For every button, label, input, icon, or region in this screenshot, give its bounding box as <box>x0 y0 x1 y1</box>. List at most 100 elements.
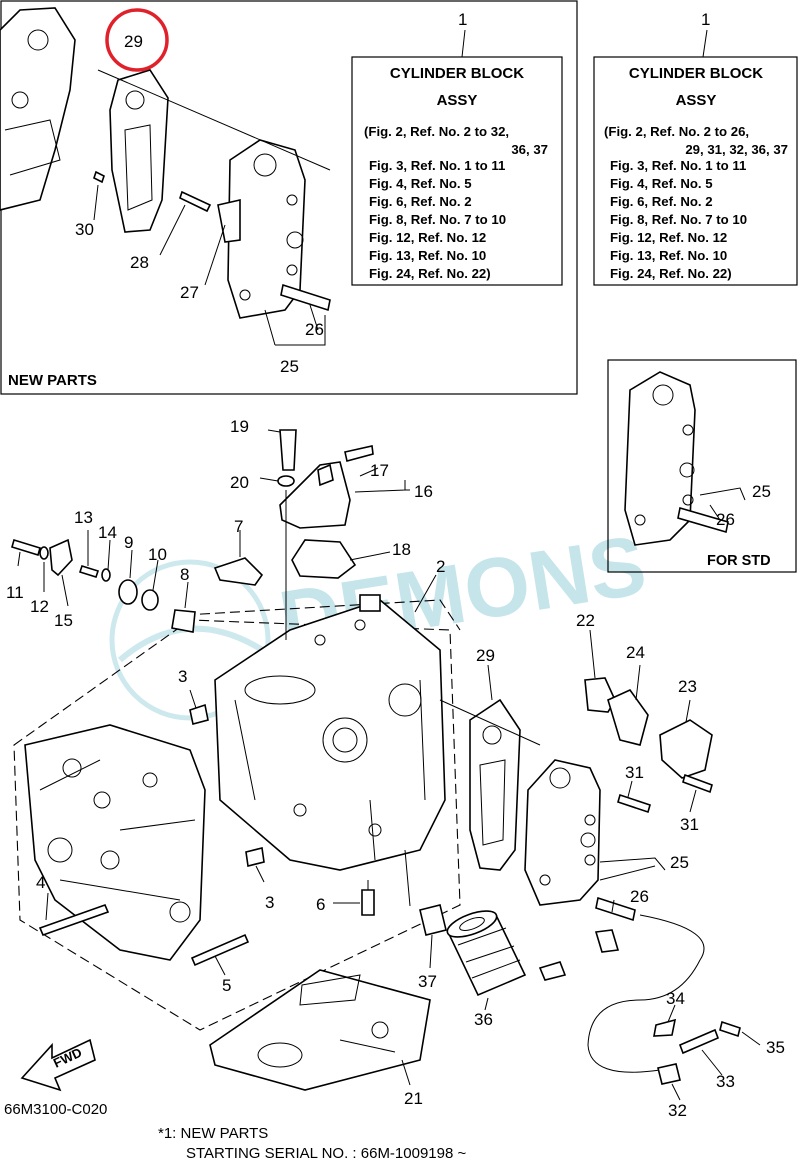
assy-left-line: (Fig. 2, Ref. No. 2 to 32, <box>364 124 509 139</box>
footnote-line1: *1: NEW PARTS <box>158 1125 268 1142</box>
clip-34 <box>653 1018 677 1037</box>
callout-10: 10 <box>148 545 167 564</box>
gasket-29 <box>469 698 521 871</box>
assembly-outline-top <box>184 599 461 631</box>
base-gasket-21 <box>209 969 431 1091</box>
callout-27: 27 <box>180 283 199 302</box>
callout-8: 8 <box>180 565 189 584</box>
callout-19: 19 <box>230 417 249 436</box>
assy-left-line: Fig. 6, Ref. No. 2 <box>369 194 472 209</box>
dowel-3-top <box>189 703 209 725</box>
engine-fragment <box>0 7 76 211</box>
callout-20: 20 <box>230 473 249 492</box>
callout-18: 18 <box>392 540 411 559</box>
assy-right-line: Fig. 24, Ref. No. 22) <box>610 266 732 281</box>
callout-29-new: 29 <box>124 32 143 51</box>
callout-1-left: 1 <box>458 10 467 29</box>
bolt-17 <box>344 445 374 462</box>
callout-2: 2 <box>436 557 445 576</box>
callout-32: 32 <box>668 1101 687 1120</box>
callout-21: 21 <box>404 1089 423 1108</box>
callout-14: 14 <box>98 523 117 542</box>
callout-15: 15 <box>54 611 73 630</box>
assy-right-line: Fig. 4, Ref. No. 5 <box>610 176 713 191</box>
callout-1-right: 1 <box>701 10 710 29</box>
pin-6 <box>361 889 375 916</box>
fitting-37 <box>419 904 447 936</box>
crankcase <box>24 724 206 961</box>
assy-right-line: (Fig. 2, Ref. No. 2 to 26, <box>604 124 749 139</box>
pin-30 <box>93 170 105 184</box>
callout-9: 9 <box>124 533 133 552</box>
bolt-33 <box>678 1028 720 1055</box>
callout-35: 35 <box>766 1038 785 1057</box>
callout-16: 16 <box>414 482 433 501</box>
assy-right-line: Fig. 8, Ref. No. 7 to 10 <box>610 212 747 227</box>
callout-12: 12 <box>30 597 49 616</box>
bolt-31-lower <box>682 773 713 794</box>
highlight-circle <box>105 8 169 72</box>
assy-box-right: CYLINDER BLOCK ASSY (Fig. 2, Ref. No. 2 … <box>593 56 798 286</box>
callout-37: 37 <box>418 972 437 991</box>
callout-29: 29 <box>476 646 495 665</box>
callout-6: 6 <box>316 895 325 914</box>
bolt-4 <box>38 903 110 937</box>
bolt-5 <box>190 933 250 967</box>
callout-36: 36 <box>474 1010 493 1029</box>
washer-12 <box>39 546 49 560</box>
callout-5: 5 <box>222 976 231 995</box>
callout-7: 7 <box>234 517 243 536</box>
collar-10 <box>141 589 159 611</box>
hose-elbow-lower <box>538 961 567 981</box>
for-std-label: FOR STD <box>707 553 771 569</box>
assy-left-line: Fig. 24, Ref. No. 22) <box>369 266 491 281</box>
for-std-box: 25 26 FOR STD <box>607 359 797 573</box>
gasket-29-new <box>109 69 169 233</box>
assy-left-title1: CYLINDER BLOCK <box>390 65 524 82</box>
callout-26: 26 <box>630 887 649 906</box>
callout-22: 22 <box>576 611 595 630</box>
assy-left-title2: ASSY <box>437 92 478 109</box>
assy-left-line: Fig. 3, Ref. No. 1 to 11 <box>369 158 505 173</box>
new-parts-label: NEW PARTS <box>8 372 97 389</box>
callout-3-upper: 3 <box>178 667 187 686</box>
assy-left-line: Fig. 8, Ref. No. 7 to 10 <box>369 212 506 227</box>
bolt-28 <box>179 190 212 213</box>
callout-25: 25 <box>670 853 689 872</box>
oil-filter-36 <box>446 910 527 997</box>
seal-9 <box>118 579 138 605</box>
callout-3-lower: 3 <box>265 893 274 912</box>
callout-34: 34 <box>666 989 685 1008</box>
callout-25-new: 25 <box>280 357 299 376</box>
bolt-19 <box>279 429 297 471</box>
callout-26-std: 26 <box>716 510 735 529</box>
callout-13: 13 <box>74 508 93 527</box>
fwd-arrow-icon: FWD <box>20 1038 96 1092</box>
cap-23 <box>659 719 713 779</box>
new-parts-box: NEW PARTS 29 30 28 27 26 <box>0 0 578 395</box>
assy-right-title2: ASSY <box>676 92 717 109</box>
assy-right-line: 29, 31, 32, 36, 37 <box>685 142 788 157</box>
dowel-3-bottom <box>245 847 265 867</box>
assy-right-line: Fig. 12, Ref. No. 12 <box>610 230 727 245</box>
hose-elbow-upper <box>594 929 620 953</box>
gasket-18 <box>291 539 357 579</box>
callout-11: 11 <box>6 583 24 602</box>
cover-25 <box>524 759 601 906</box>
bracket-27 <box>217 198 241 243</box>
bolt-31-upper <box>617 793 651 814</box>
hose-32 <box>657 1063 681 1085</box>
assy-box-left: CYLINDER BLOCK ASSY (Fig. 2, Ref. No. 2 … <box>351 56 563 286</box>
bolt-11 <box>11 538 41 557</box>
washer-20 <box>277 475 295 487</box>
clip-35 <box>719 1020 741 1038</box>
cylinder-block <box>214 594 446 871</box>
callout-33: 33 <box>716 1072 735 1091</box>
assy-left-line: Fig. 12, Ref. No. 12 <box>369 230 486 245</box>
callout-23: 23 <box>678 677 697 696</box>
plug-26 <box>595 896 636 922</box>
assy-right-line: Fig. 6, Ref. No. 2 <box>610 194 713 209</box>
plug-26-std <box>677 506 729 534</box>
callout-31-lower: 31 <box>680 815 699 834</box>
